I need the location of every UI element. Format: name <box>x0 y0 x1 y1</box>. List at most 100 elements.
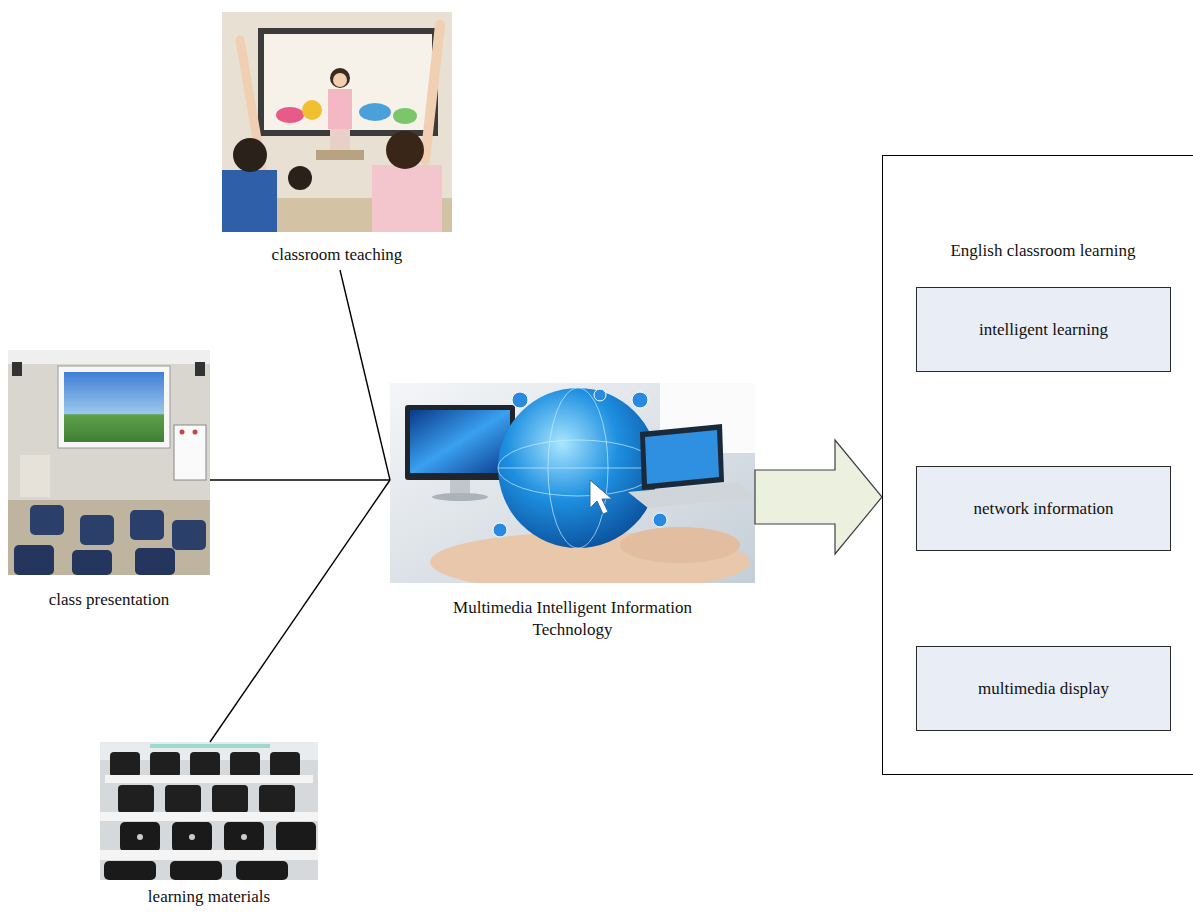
technology-photo-part <box>498 388 658 548</box>
presentation-photo-part <box>72 550 112 575</box>
classroom-photo-part <box>222 170 277 232</box>
materials-photo-part <box>105 775 313 783</box>
materials-photo-part <box>150 752 180 777</box>
presentation-photo-part <box>180 430 185 435</box>
materials-photo-part <box>110 752 140 777</box>
block-arrow <box>755 440 882 554</box>
presentation-photo <box>8 350 210 575</box>
technology-photo-part <box>653 513 667 527</box>
classroom-photo-part <box>425 25 440 160</box>
technology-photo-part <box>450 480 470 495</box>
connector-line <box>210 479 390 480</box>
classroom-photo-part <box>276 107 304 123</box>
figure-caption: classroom teaching <box>222 244 452 266</box>
classroom-photo <box>222 12 452 232</box>
connector-line <box>340 270 390 480</box>
materials-photo-part <box>172 822 212 852</box>
materials-photo-part <box>270 752 300 777</box>
technology-photo <box>390 383 755 583</box>
materials-photo-part <box>137 834 143 840</box>
materials-photo-part <box>118 785 154 813</box>
classroom-photo-part <box>330 68 350 88</box>
materials-photo-part <box>276 822 316 852</box>
process-box: multimedia display <box>916 646 1171 731</box>
group-title: English classroom learning <box>883 240 1193 262</box>
presentation-photo-part <box>8 350 210 364</box>
presentation-photo-part <box>80 515 114 545</box>
technology-photo-part <box>640 424 724 490</box>
presentation-photo-part <box>130 510 164 540</box>
technology-photo-part <box>594 389 606 401</box>
technology-photo-part <box>410 410 510 473</box>
materials-photo-part <box>100 742 318 880</box>
presentation-photo-part <box>8 350 210 575</box>
box-label: multimedia display <box>978 678 1109 700</box>
technology-photo-part <box>628 482 755 508</box>
classroom-photo-part <box>233 138 267 172</box>
materials-photo-part <box>190 752 220 777</box>
materials-photo-part <box>100 812 318 821</box>
materials-photo-part <box>259 785 295 813</box>
classroom-photo-part <box>359 103 391 121</box>
box-label: network information <box>973 498 1113 520</box>
photo-node: Multimedia Intelligent Information Techn… <box>390 383 755 645</box>
presentation-photo-part <box>14 545 54 575</box>
photo-node: learning materials <box>100 742 318 912</box>
presentation-photo-part <box>58 366 170 448</box>
presentation-photo-part <box>12 362 22 376</box>
technology-photo-part <box>432 493 488 501</box>
technology-photo-part <box>645 430 719 484</box>
classroom-photo-part <box>372 165 442 232</box>
materials-photo-part <box>170 861 222 880</box>
presentation-photo-part <box>193 430 198 435</box>
materials-photo-part <box>150 744 270 748</box>
materials-photo-part <box>236 861 288 880</box>
process-box: intelligent learning <box>916 287 1171 372</box>
presentation-photo-part <box>64 372 164 442</box>
connector-line <box>210 480 390 742</box>
materials-photo-part <box>100 850 318 860</box>
presentation-photo-part <box>30 505 64 535</box>
classroom-photo-part <box>288 166 312 190</box>
materials-photo-part <box>165 785 201 813</box>
process-box: network information <box>916 466 1171 551</box>
presentation-photo-part <box>20 455 50 497</box>
classroom-photo-part <box>328 89 352 129</box>
materials-photo-part <box>104 861 156 880</box>
technology-photo-part <box>620 527 740 563</box>
technology-photo-part <box>493 523 507 537</box>
materials-photo-part <box>212 785 248 813</box>
materials-photo-part <box>120 822 160 852</box>
classroom-photo-part <box>333 73 347 87</box>
classroom-photo-part <box>222 12 452 232</box>
presentation-photo-part <box>174 425 206 480</box>
figure-caption: learning materials <box>100 886 318 908</box>
classroom-photo-part <box>264 34 432 130</box>
materials-photo <box>100 742 318 880</box>
classroom-photo-part <box>393 108 417 124</box>
classroom-photo-part <box>386 131 424 169</box>
presentation-photo-part <box>172 520 206 550</box>
materials-photo-part <box>230 752 260 777</box>
technology-photo-part <box>632 392 648 408</box>
materials-photo-part <box>224 822 264 852</box>
materials-photo-part <box>241 834 247 840</box>
classroom-photo-part <box>330 129 350 151</box>
presentation-photo-part <box>8 500 210 575</box>
technology-photo-part <box>590 480 612 514</box>
presentation-photo-part <box>135 548 175 575</box>
photo-node: classroom teaching <box>222 12 452 270</box>
photo-node: class presentation <box>8 350 210 615</box>
figure-caption: class presentation <box>8 589 210 611</box>
classroom-photo-part <box>302 100 322 120</box>
group-panel: English classroom learning intelligent le… <box>882 155 1193 775</box>
technology-photo-part <box>512 392 528 408</box>
classroom-photo-part <box>258 28 438 136</box>
box-label: intelligent learning <box>979 319 1108 341</box>
technology-photo-part <box>498 468 658 469</box>
classroom-photo-part <box>316 150 364 160</box>
materials-photo-part <box>189 834 195 840</box>
